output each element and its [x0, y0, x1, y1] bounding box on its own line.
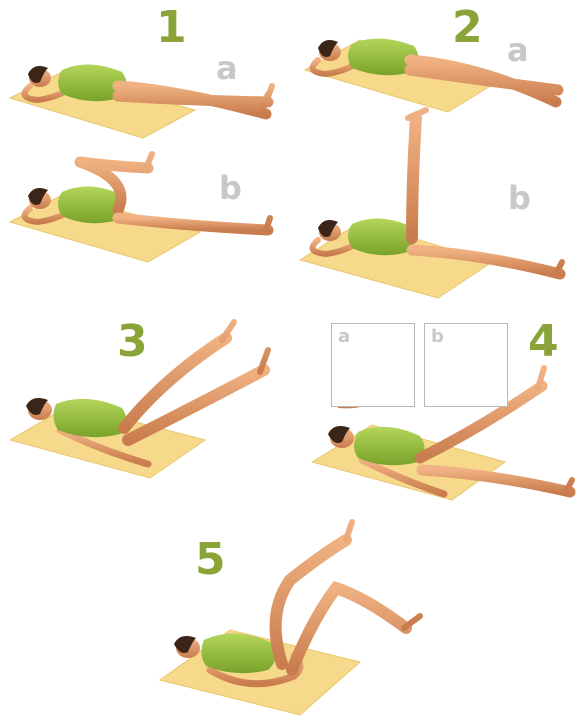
swimsuit-torso [354, 427, 425, 465]
exercise-number-5: 5 [195, 538, 226, 582]
inset-box-a: a [331, 323, 415, 407]
inset-label-a: a [338, 328, 350, 346]
step-label-2a: a [507, 34, 529, 66]
exercise-number-4: 4 [528, 320, 559, 364]
inset-label-b: b [431, 328, 444, 346]
inset-box-b: b [424, 323, 508, 407]
feet [222, 322, 268, 372]
swimsuit-torso [348, 218, 415, 255]
step-label-2b: b [508, 182, 531, 214]
exercise-number-2: 2 [452, 6, 483, 50]
raised-leg [412, 118, 416, 238]
step-label-1b: b [219, 172, 242, 204]
exercise-number-1: 1 [156, 6, 187, 50]
exercise-number-3: 3 [117, 320, 148, 364]
step-label-1a: a [216, 52, 238, 84]
swimsuit-torso [53, 399, 126, 437]
